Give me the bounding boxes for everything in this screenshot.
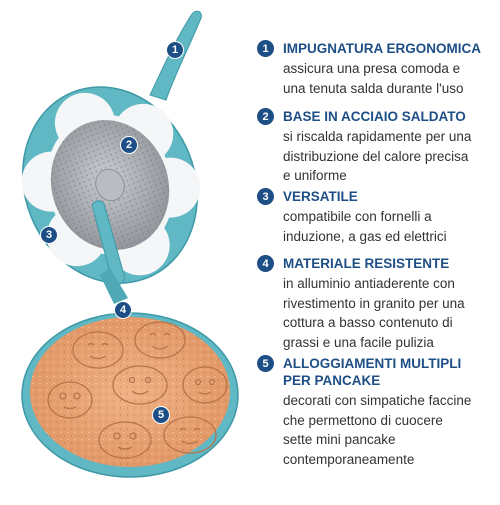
title-line: PER PANCAKE [283,373,381,388]
description-line: sette mini pancake [283,432,396,447]
marker-5: 5 [152,406,170,424]
feature-title: MATERIALE RESISTENTE [283,256,450,271]
feature-title: ALLOGGIAMENTI MULTIPLI PER PANCAKE [283,355,498,389]
feature-number: 2 [257,108,274,125]
feature-number: 3 [257,188,274,205]
marker-3: 3 [40,226,58,244]
feature-number: 1 [257,40,274,57]
feature-number: 5 [257,355,274,372]
product-illustration: 1 2 3 4 5 [0,0,250,500]
feature-description: si riscalda rapidamente per una distribu… [283,127,498,186]
description-line: rivestimento in granito per una [283,295,465,311]
pancake-wells [47,321,228,459]
marker-4: 4 [114,301,132,319]
feature-title: IMPUGNATURA ERGONOMICA [283,41,481,56]
description-line: assicura una presa comoda e [283,61,461,76]
description-line: grassi e una facile pulizia [283,334,434,350]
feature-description: compatibile con fornelli a induzione, a … [283,207,498,246]
feature-description: in alluminio antiaderente con rivestimen… [283,274,498,352]
description-line: cottura a basso contenuto di [283,315,453,330]
description-line: in alluminio antiaderente con [283,276,455,291]
description-line: che permettono di cuocere [283,412,443,428]
feature-title: VERSATILE [283,189,358,204]
description-line: induzione, a gas ed elettrici [283,228,447,244]
title-line: ALLOGGIAMENTI MULTIPLI [283,356,462,371]
description-line: distribuzione del calore precisa [283,148,469,164]
description-line: compatibile con fornelli a [283,209,432,224]
feature-number: 4 [257,255,274,272]
description-line: si riscalda rapidamente per una [283,129,472,144]
description-line: contemporaneamente [283,451,415,467]
pan-illustration [21,10,239,478]
description-line: una tenuta salda durante l'uso [283,80,464,96]
feature-description: decorati con simpatiche faccine che perm… [283,391,498,469]
feature-title: BASE IN ACCIAIO SALDATO [283,109,466,124]
marker-2: 2 [120,136,138,154]
description-line: e uniforme [283,168,347,183]
feature-description: assicura una presa comoda e una tenuta s… [283,59,498,98]
description-line: decorati con simpatiche faccine [283,393,472,408]
marker-1: 1 [166,41,184,59]
feature-list: 1 IMPUGNATURA ERGONOMICA assicura una pr… [255,0,500,500]
